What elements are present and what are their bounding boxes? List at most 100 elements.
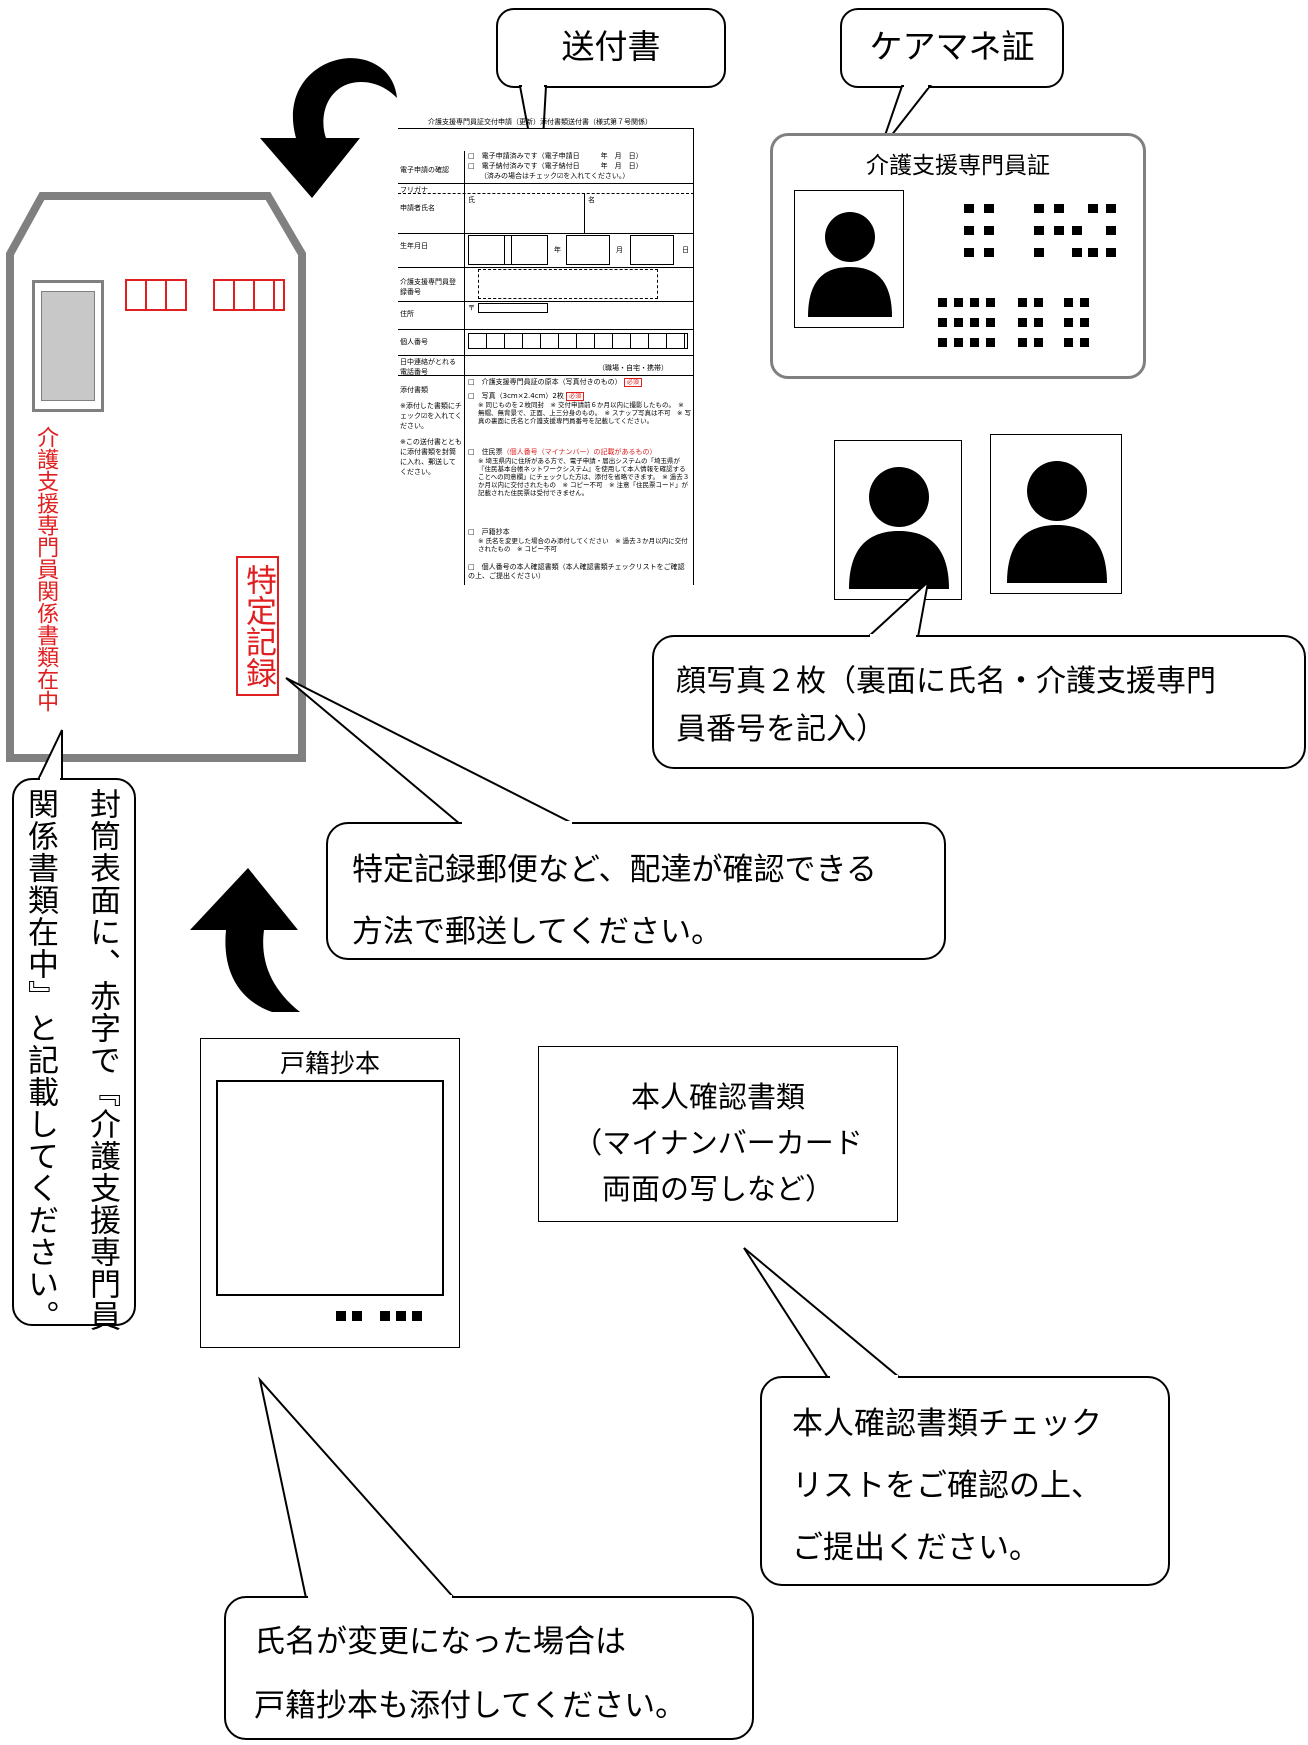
photos-callout-line2: 員番号を記入） (676, 712, 886, 747)
form-line (398, 301, 694, 302)
form-birth-tsuki: 月 (616, 246, 623, 254)
card-code-dots-icon (938, 298, 1089, 347)
form-birth-boxes (504, 235, 548, 265)
sofusho-label-box (496, 8, 726, 88)
koseki-document (200, 1038, 460, 1348)
mail-callout-line1: 特定記録郵便など、配達が確認できる (352, 852, 877, 888)
form-birth-boxes (468, 235, 512, 265)
person-icon (849, 467, 949, 589)
form-row-address: 住所 (400, 310, 414, 318)
envelope-callout-col2: 関係書類在中』と記載してください。 (22, 788, 58, 1332)
form-birth-boxes (630, 235, 674, 265)
face-photo-2 (990, 434, 1122, 594)
up-arrow-icon (190, 868, 300, 1012)
checklist-callout-line2: リストをご確認の上、 (792, 1468, 1102, 1504)
koseki-callout-line1: 氏名が変更になった場合は (254, 1624, 626, 1660)
mail-callout-line2: 方法で郵送してください。 (352, 914, 723, 950)
card-title: 介護支援専門員証 (866, 153, 1050, 179)
form-name-shi: 氏 (468, 196, 475, 204)
form-row-name: 申請者氏名 (400, 204, 435, 212)
photos-callout-line1: 顔写真２枚（裏面に氏名・介護支援専門 (676, 664, 1216, 699)
card-photo (794, 190, 904, 328)
form-line (398, 233, 694, 234)
form-item4-sub: ※ 氏名を変更した場合のみ添付してください ※ 過去３か月以内に交付されたもの … (478, 537, 688, 553)
face-photo-1 (834, 440, 962, 600)
koseki-dots-icon (336, 1311, 422, 1321)
koseki-callout (224, 1596, 754, 1740)
envelope-red-text: 介護支援専門員関係書類在中 (33, 426, 59, 712)
form-line (398, 267, 694, 268)
form-row-denshi: 電子申請の確認 (400, 166, 449, 174)
form-item1: □ 介護支援専門員証の原本（写真付きのもの） 必須 (468, 377, 694, 388)
id-documents-box (538, 1046, 898, 1222)
form-birth-nen: 年 (554, 246, 561, 254)
envelope-stamp (41, 291, 95, 401)
form-denshi-2: □ 電子納付済みです（電子納付日 年 月 日） (468, 162, 643, 170)
form-birth-boxes (566, 235, 610, 265)
tokutei-stamp: 特定記録 (236, 556, 279, 696)
form-line (584, 193, 585, 233)
koseki-label: 戸籍抄本 (279, 1049, 380, 1078)
form-denshi-3: （済みの場合はチェック☑を入れてください。） (480, 172, 630, 180)
form-item2-sub: ※ 同じものを２枚同封 ※ 交付申請前６か月以内に撮影したもの。 ※ 無帽、無背… (478, 401, 692, 425)
form-row-regno: 介護支援専門員登録番号 (400, 278, 456, 296)
checklist-callout-line3: ご提出ください。 (792, 1530, 1040, 1566)
form-line (398, 329, 694, 330)
form-hissu-badge: 必須 (566, 392, 585, 401)
form-addr-boxes (478, 303, 548, 313)
form-right-border (693, 129, 694, 585)
form-line (398, 355, 694, 356)
form-row-birth: 生年月日 (400, 242, 428, 250)
koseki-inner-frame (216, 1080, 444, 1296)
caremane-label: ケアマネ証 (869, 27, 1035, 66)
form-row-phone: 日中連絡がとれる電話番号 (400, 358, 456, 376)
form-name-mei: 名 (588, 196, 595, 204)
koseki-callout-line2: 戸籍抄本も添付してください。 (254, 1688, 687, 1724)
form-hissu-badge: 必須 (623, 378, 642, 387)
form-row-furigana: フリガナ (400, 186, 428, 194)
form-row-mynumber: 個人番号 (400, 338, 428, 346)
form-item2-text: □ 写真（3cm×2.4cm）2枚 (468, 392, 564, 400)
id-doc-line1: 本人確認書類 (630, 1080, 805, 1114)
person-icon (1007, 461, 1107, 583)
form-line (398, 193, 694, 194)
form-regno-boxes (478, 269, 658, 299)
sofusho-label: 送付書 (561, 27, 661, 66)
form-item3: □ 住民票（個人番号（マイナンバー）の記載があるもの） (468, 447, 694, 457)
form-line (398, 375, 694, 376)
application-form: 介護支援専門員証交付申請（更新）添付書類送付書（様式第７号関係） 電子申請の確認… (398, 118, 694, 585)
form-phone-note: （職場・自宅・携帯） (598, 364, 668, 372)
form-attach-note1: ※添付した書類にチェック☑を入れてください。 (400, 402, 462, 430)
card-number-dots-icon (964, 204, 1116, 257)
form-item2: □ 写真（3cm×2.4cm）2枚 必須 (468, 391, 694, 402)
photos-callout (652, 635, 1306, 769)
form-item4: □ 戸籍抄本 (468, 528, 510, 536)
checklist-callout (760, 1376, 1170, 1586)
return-arrow-icon (260, 58, 397, 198)
form-title: 介護支援専門員証交付申請（更新）添付書類送付書（様式第７号関係） (428, 118, 652, 126)
envelope-stamp-box (32, 280, 104, 412)
form-item3-text: □ 住民票 (468, 448, 503, 456)
person-icon (808, 212, 892, 317)
form-item5: □ 個人番号の本人確認書類（本人確認書類チェックリストをご確認の上、ご提出くださ… (468, 563, 685, 580)
form-birth-hi: 日 (682, 246, 689, 254)
form-row-attach: 添付書類 (400, 386, 428, 394)
form-item1-text: □ 介護支援専門員証の原本（写真付きのもの） (468, 378, 622, 386)
envelope-callout (12, 778, 136, 1326)
mail-callout (326, 822, 946, 960)
form-mynumber-boxes (468, 333, 688, 349)
envelope-callout-col1: 封筒表面に、赤字で『介護支援専門員 (84, 788, 120, 1332)
form-item3-red: （個人番号（マイナンバー）の記載があるもの） (502, 448, 657, 456)
form-item3-sub: ※ 埼玉県内に住所がある方で、電子申請・届出システムの「埼玉県が『住民基本台帳ネ… (478, 457, 690, 497)
id-doc-line3: 両面の写しなど） (601, 1172, 834, 1206)
postal-code-boxes (125, 279, 285, 311)
id-doc-line2: （マイナンバーカード (573, 1126, 863, 1160)
caremane-label-box (840, 8, 1064, 88)
checklist-callout-line1: 本人確認書類チェック (792, 1406, 1102, 1442)
form-attach-note2: ※この送付書とともに添付書類を封筒に入れ、郵送してください。 (400, 438, 462, 476)
